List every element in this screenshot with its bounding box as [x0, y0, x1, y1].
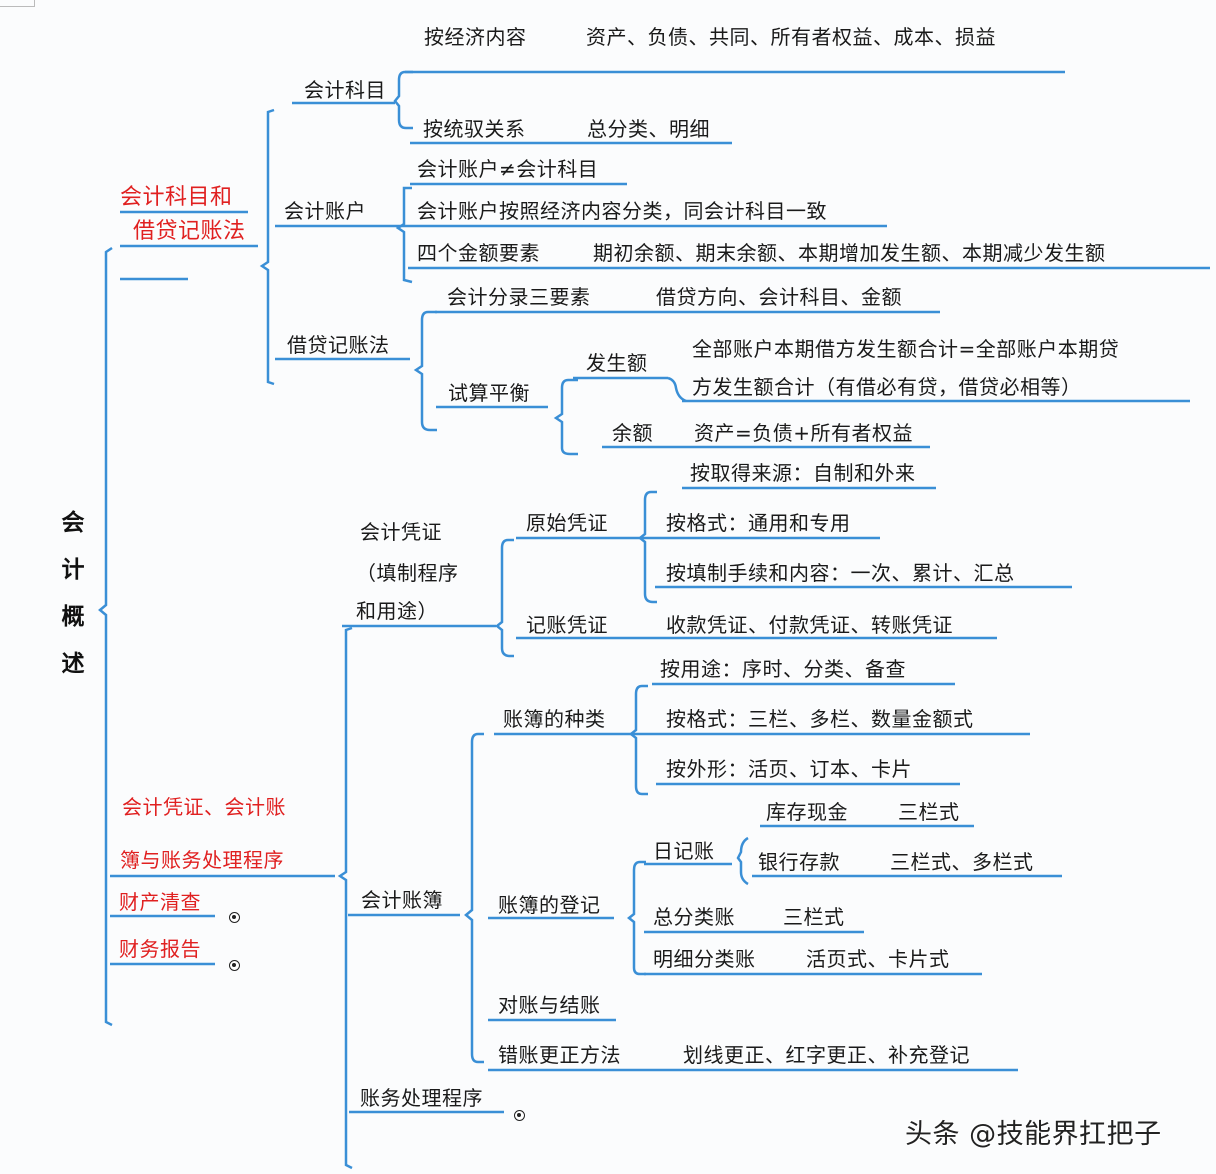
- node-trial-balance[interactable]: 试算平衡: [448, 381, 530, 405]
- expand-icon[interactable]: [514, 1110, 525, 1121]
- node-original-item: 按格式：通用和专用: [666, 511, 851, 535]
- node-entry-elements-value: 借贷方向、会计科目、金额: [656, 285, 902, 309]
- node-book-type-item: 按外形：活页、订本、卡片: [666, 757, 912, 781]
- node-cash: 库存现金: [766, 800, 848, 824]
- node-occurrence[interactable]: 发生额: [586, 351, 648, 375]
- node-account-item[interactable]: 会计账户按照经济内容分类，同会计科目一致: [417, 199, 827, 223]
- root-node[interactable]: 会 计 概 述: [61, 510, 85, 677]
- node-occurrence-line1: 全部账户本期借方发生额合计=全部账户本期贷: [692, 337, 1120, 361]
- node-by-relation-value: 总分类、明细: [587, 117, 710, 141]
- node-reconcile[interactable]: 对账与结账: [498, 993, 601, 1017]
- branch-title-line2[interactable]: 借贷记账法: [133, 219, 246, 244]
- node-book-types[interactable]: 账簿的种类: [503, 707, 606, 731]
- node-correction-value: 划线更正、红字更正、补充登记: [683, 1043, 970, 1067]
- node-book-registration[interactable]: 账簿的登记: [498, 893, 601, 917]
- node-account-item[interactable]: 会计账户≠会计科目: [417, 157, 599, 181]
- branch-title-line1[interactable]: 会计科目和: [120, 185, 233, 210]
- node-voucher-line3: 和用途）: [356, 599, 438, 623]
- node-balance[interactable]: 余额: [612, 421, 653, 445]
- node-bookkeeping-voucher[interactable]: 记账凭证: [526, 613, 608, 637]
- node-account[interactable]: 会计账户: [284, 199, 366, 223]
- node-occurrence-line2: 方发生额合计（有借必有贷，借贷必相等）: [692, 375, 1082, 399]
- node-book-type-item: 按用途：序时、分类、备查: [660, 657, 906, 681]
- window-corner: [0, 0, 35, 7]
- node-procedure[interactable]: 账务处理程序: [360, 1086, 483, 1110]
- node-detail-ledger[interactable]: 明细分类账: [653, 947, 756, 971]
- watermark: 头条 @技能界扛把子: [905, 1119, 1162, 1150]
- node-by-relation-label[interactable]: 按统驭关系: [423, 117, 526, 141]
- node-bookkeeping-value: 收款凭证、付款凭证、转账凭证: [666, 613, 953, 637]
- branch-title-line1[interactable]: 会计凭证、会计账: [122, 795, 286, 819]
- node-voucher-line2: （填制程序: [356, 561, 459, 585]
- node-accounting-subject[interactable]: 会计科目: [304, 78, 386, 102]
- node-voucher-line1[interactable]: 会计凭证: [360, 520, 442, 544]
- node-original-voucher[interactable]: 原始凭证: [526, 511, 608, 535]
- expand-icon[interactable]: [229, 960, 240, 971]
- node-by-content-label[interactable]: 按经济内容: [424, 25, 527, 49]
- expand-icon[interactable]: [229, 912, 240, 923]
- node-original-item: 按填制手续和内容：一次、累计、汇总: [666, 561, 1015, 585]
- node-bank-value: 三栏式、多栏式: [890, 850, 1034, 874]
- node-detail-ledger-value: 活页式、卡片式: [806, 947, 950, 971]
- branch-property-inventory[interactable]: 财产清查: [119, 890, 201, 914]
- branch-title-line2[interactable]: 簿与账务处理程序: [120, 848, 284, 872]
- branch-financial-report[interactable]: 财务报告: [119, 937, 201, 961]
- node-entry-elements[interactable]: 会计分录三要素: [447, 285, 591, 309]
- node-bank: 银行存款: [758, 850, 840, 874]
- node-books[interactable]: 会计账簿: [361, 888, 443, 912]
- node-cash-value: 三栏式: [898, 800, 960, 824]
- node-balance-value: 资产=负债+所有者权益: [694, 421, 914, 445]
- node-general-ledger-value: 三栏式: [783, 905, 845, 929]
- node-original-item: 按取得来源：自制和外来: [690, 461, 916, 485]
- node-debit-credit[interactable]: 借贷记账法: [287, 333, 390, 357]
- node-amount-elements-value: 期初余额、期末余额、本期增加发生额、本期减少发生额: [593, 241, 1106, 265]
- node-book-type-item: 按格式：三栏、多栏、数量金额式: [666, 707, 974, 731]
- node-account-item[interactable]: 四个金额要素: [417, 241, 540, 265]
- node-correction[interactable]: 错账更正方法: [498, 1043, 621, 1067]
- node-general-ledger[interactable]: 总分类账: [653, 905, 735, 929]
- node-journal[interactable]: 日记账: [653, 839, 715, 863]
- node-by-content-value: 资产、负债、共同、所有者权益、成本、损益: [586, 25, 996, 49]
